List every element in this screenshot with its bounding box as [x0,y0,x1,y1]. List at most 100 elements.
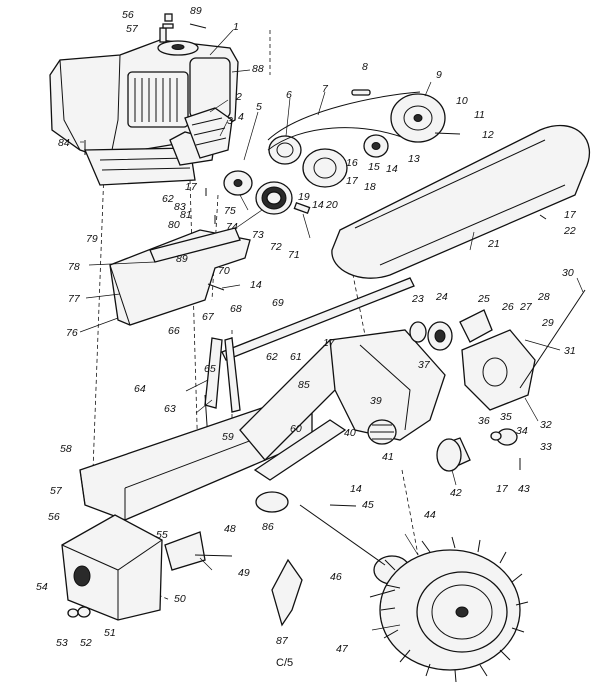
callout-60: 60 [290,423,302,435]
callout-17d: 17 [323,337,336,349]
callout-21: 21 [487,238,500,250]
callout-44: 44 [424,509,436,521]
callout-48: 48 [224,523,236,535]
callout-47: 47 [336,643,349,655]
callout-58: 58 [60,443,72,455]
muffler [184,107,233,159]
callout-25: 25 [477,293,490,305]
callout-6: 6 [286,89,292,101]
callout-53: 53 [56,637,68,649]
callout-80: 80 [168,219,180,231]
callout-51: 51 [104,627,116,639]
callout-72: 72 [270,241,282,253]
callout-57b: 57 [50,485,63,497]
callout-5: 5 [256,101,262,113]
callout-23: 23 [411,293,424,305]
callout-22: 22 [563,225,576,237]
engine [49,27,239,186]
callout-70: 70 [218,265,230,277]
callout-43: 43 [518,483,530,495]
callout-49: 49 [238,567,250,579]
callout-32: 32 [540,419,552,431]
callout-31: 31 [564,345,576,357]
callout-39: 39 [370,395,382,407]
callout-7: 7 [322,83,329,95]
front-weight [61,514,233,621]
callout-14a: 14 [386,163,398,175]
callout-56b: 56 [48,511,60,523]
callout-89a: 89 [190,5,202,17]
callout-26: 26 [501,301,514,313]
callout-74: 74 [226,221,238,233]
callout-19: 19 [298,191,310,203]
callout-54: 54 [36,581,48,593]
callout-12: 12 [482,129,494,141]
callout-17e: 17 [496,483,509,495]
callout-76: 76 [66,327,78,339]
callout-50: 50 [174,593,186,605]
callout-57a: 57 [126,23,139,35]
callout-9: 9 [436,69,442,81]
callout-85: 85 [298,379,310,391]
callout-14b: 14 [312,199,324,211]
tine-shield [109,227,251,326]
callout-75: 75 [224,205,236,217]
callout-68: 68 [230,303,242,315]
callout-35: 35 [500,411,512,423]
callout-14d: 14 [350,483,362,495]
callout-69: 69 [272,297,284,309]
callout-27: 27 [519,301,533,313]
callout-63: 63 [164,403,176,415]
callout-88: 88 [252,63,264,75]
callout-62b: 62 [266,351,278,363]
callout-28: 28 [537,291,550,303]
callout-3: 3 [227,115,233,127]
callout-64: 64 [134,383,146,395]
hardware-fasteners [84,13,547,598]
callout-79: 79 [86,233,98,245]
callout-17a: 17 [346,175,359,187]
callout-59: 59 [222,431,234,443]
callout-10: 10 [456,95,468,107]
control-linkage [204,277,415,471]
callout-87: 87 [276,635,289,647]
callout-56a: 56 [122,9,134,21]
callout-89b: 89 [176,253,188,265]
callout-34: 34 [516,425,528,437]
callout-13: 13 [408,153,420,165]
callout-2: 2 [235,91,242,103]
callout-11: 11 [474,109,485,121]
belt-guard [331,124,591,279]
callout-65: 65 [204,363,216,375]
callout-20: 20 [325,199,338,211]
callout-33: 33 [540,441,552,453]
callout-62a: 62 [162,193,174,205]
callout-labels: 1 2 3 4 5 6 7 8 9 10 11 12 13 14 14 14 1… [36,5,577,655]
wheel [379,536,529,683]
callout-24: 24 [435,291,448,303]
callout-17c: 17 [564,209,577,221]
callout-18: 18 [364,181,376,193]
transmission-housing [329,329,446,445]
leader-lines [79,29,584,631]
callout-4: 4 [238,111,244,123]
engine-pulley-assembly [223,134,389,215]
drive-belt [267,89,446,151]
callout-46: 46 [330,571,342,583]
callout-86: 86 [262,521,274,533]
callout-61: 61 [290,351,302,363]
callout-15: 15 [368,161,380,173]
callout-67: 67 [202,311,215,323]
callout-17b: 17 [185,181,198,193]
gear-cover-assembly [409,289,586,472]
callout-73: 73 [252,229,264,241]
callout-84: 84 [58,137,70,149]
callout-1: 1 [233,21,239,33]
callout-36: 36 [478,415,490,427]
callout-30: 30 [562,267,574,279]
callout-37: 37 [418,359,431,371]
callout-71: 71 [288,249,300,261]
callout-29: 29 [541,317,554,329]
